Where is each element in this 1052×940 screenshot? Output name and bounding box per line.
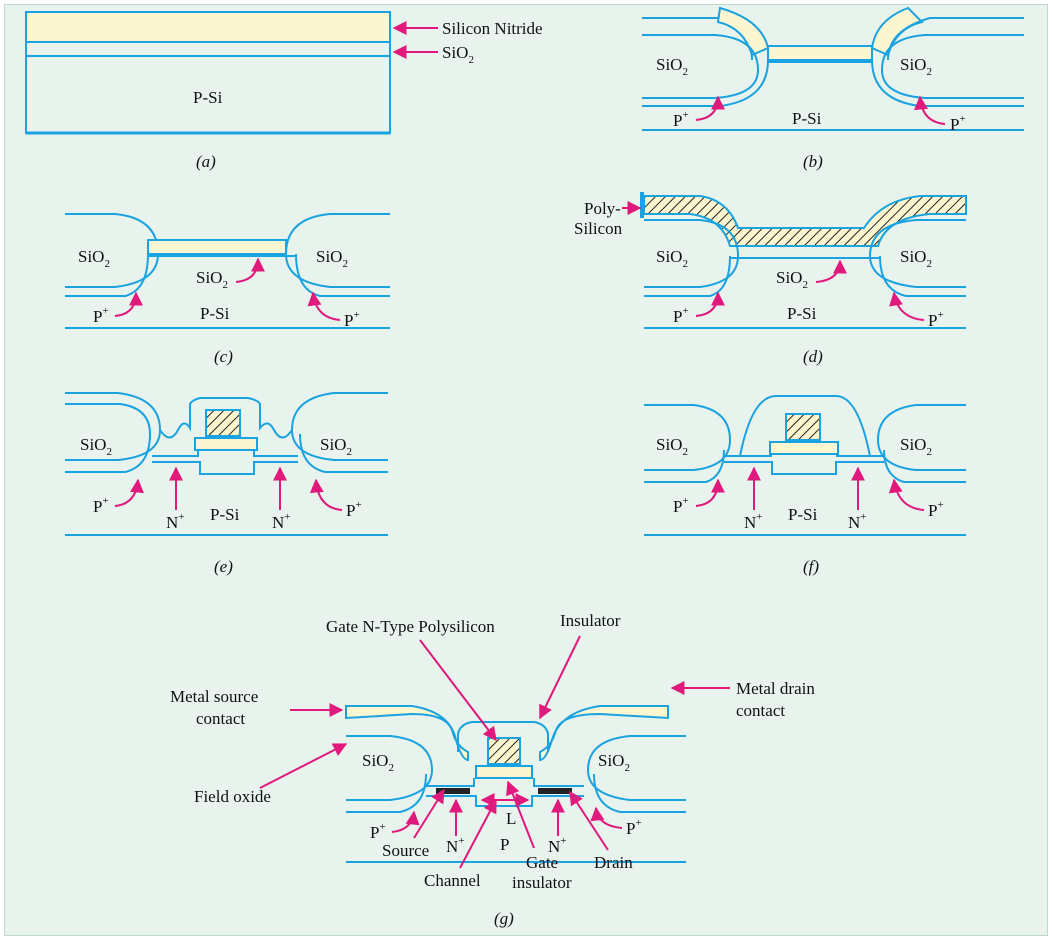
svg-text:N+: N+ bbox=[548, 835, 567, 856]
poly-label: Poly- bbox=[584, 199, 621, 218]
svg-text:SiO2: SiO2 bbox=[656, 435, 688, 458]
svg-text:SiO2: SiO2 bbox=[316, 247, 348, 270]
svg-text:SiO2: SiO2 bbox=[80, 435, 112, 458]
svg-text:Source: Source bbox=[382, 841, 429, 860]
svg-text:SiO2: SiO2 bbox=[78, 247, 110, 270]
panel-a: Silicon Nitride SiO2 P-Si (a) bbox=[25, 11, 543, 171]
panel-f: SiO2 SiO2 P+ N+ P-Si N+ P+ (f) bbox=[644, 395, 966, 576]
channel-label: Channel bbox=[424, 871, 481, 890]
svg-text:P-Si: P-Si bbox=[210, 505, 240, 524]
panel-e: SiO2 SiO2 P+ N+ P-Si N+ P+ (e) bbox=[65, 392, 388, 576]
svg-text:SiO2: SiO2 bbox=[362, 751, 394, 774]
p-plus-right-b: P+ bbox=[950, 113, 966, 134]
svg-text:P-Si: P-Si bbox=[788, 505, 818, 524]
panel-g: Gate N-Type Polysilicon Insulator Metal … bbox=[170, 611, 815, 928]
svg-text:P+: P+ bbox=[626, 817, 642, 838]
caption-f: (f) bbox=[803, 557, 819, 576]
svg-text:N+: N+ bbox=[744, 511, 763, 532]
svg-text:P+: P+ bbox=[93, 305, 109, 326]
caption-d: (d) bbox=[803, 347, 823, 366]
panel-d: Poly- Silicon SiO2 SiO2 SiO2 P-Si P+ P+ … bbox=[574, 192, 967, 366]
svg-text:P+: P+ bbox=[370, 821, 386, 842]
caption-b: (b) bbox=[803, 152, 823, 171]
svg-text:N+: N+ bbox=[446, 835, 465, 856]
caption-g: (g) bbox=[494, 909, 514, 928]
panel-c: SiO2 SiO2 SiO2 P-Si P+ P+ (c) bbox=[65, 213, 390, 366]
svg-text:P+: P+ bbox=[928, 499, 944, 520]
gate-insulator-label: Gate bbox=[526, 853, 558, 872]
silicon-nitride-label: Silicon Nitride bbox=[442, 19, 543, 38]
sio2-right-b: SiO2 bbox=[900, 55, 932, 78]
svg-text:SiO2: SiO2 bbox=[900, 435, 932, 458]
svg-text:SiO2: SiO2 bbox=[598, 751, 630, 774]
svg-text:contact: contact bbox=[196, 709, 245, 728]
p-label-g: P bbox=[500, 835, 509, 854]
p-plus-left-b: P+ bbox=[673, 109, 689, 130]
length-label: L bbox=[506, 809, 516, 828]
insulator-label: Insulator bbox=[560, 611, 621, 630]
svg-text:SiO2: SiO2 bbox=[196, 268, 228, 291]
svg-text:insulator: insulator bbox=[512, 873, 572, 892]
svg-text:P-Si: P-Si bbox=[787, 304, 817, 323]
svg-text:N+: N+ bbox=[166, 511, 185, 532]
svg-text:P+: P+ bbox=[928, 309, 944, 330]
oxide-layer bbox=[25, 41, 391, 57]
svg-text:P+: P+ bbox=[93, 495, 109, 516]
metal-drain-label: Metal drain bbox=[736, 679, 815, 698]
caption-a: (a) bbox=[196, 152, 216, 171]
substrate-layer bbox=[25, 55, 391, 134]
caption-c: (c) bbox=[214, 347, 233, 366]
svg-text:N+: N+ bbox=[848, 511, 867, 532]
svg-text:P+: P+ bbox=[344, 309, 360, 330]
sio2-label-a: SiO2 bbox=[442, 43, 474, 66]
svg-text:P+: P+ bbox=[673, 305, 689, 326]
caption-e: (e) bbox=[214, 557, 233, 576]
svg-text:Silicon: Silicon bbox=[574, 219, 623, 238]
sio2-left-b: SiO2 bbox=[656, 55, 688, 78]
gate-poly-label: Gate N-Type Polysilicon bbox=[326, 617, 495, 636]
svg-text:SiO2: SiO2 bbox=[320, 435, 352, 458]
metal-source-label: Metal source bbox=[170, 687, 258, 706]
svg-text:SiO2: SiO2 bbox=[900, 247, 932, 270]
drain-label: Drain bbox=[594, 853, 633, 872]
svg-text:N+: N+ bbox=[272, 511, 291, 532]
psi-label-a: P-Si bbox=[193, 88, 223, 107]
svg-text:SiO2: SiO2 bbox=[656, 247, 688, 270]
svg-text:P+: P+ bbox=[673, 495, 689, 516]
svg-text:P-Si: P-Si bbox=[200, 304, 230, 323]
svg-text:SiO2: SiO2 bbox=[776, 268, 808, 291]
nitride-layer bbox=[25, 11, 391, 43]
svg-text:P+: P+ bbox=[346, 499, 362, 520]
svg-text:contact: contact bbox=[736, 701, 785, 720]
panel-b: SiO2 SiO2 P-Si P+ P+ (b) bbox=[642, 6, 1024, 171]
field-oxide-label: Field oxide bbox=[194, 787, 271, 806]
psi-label-b: P-Si bbox=[792, 109, 822, 128]
